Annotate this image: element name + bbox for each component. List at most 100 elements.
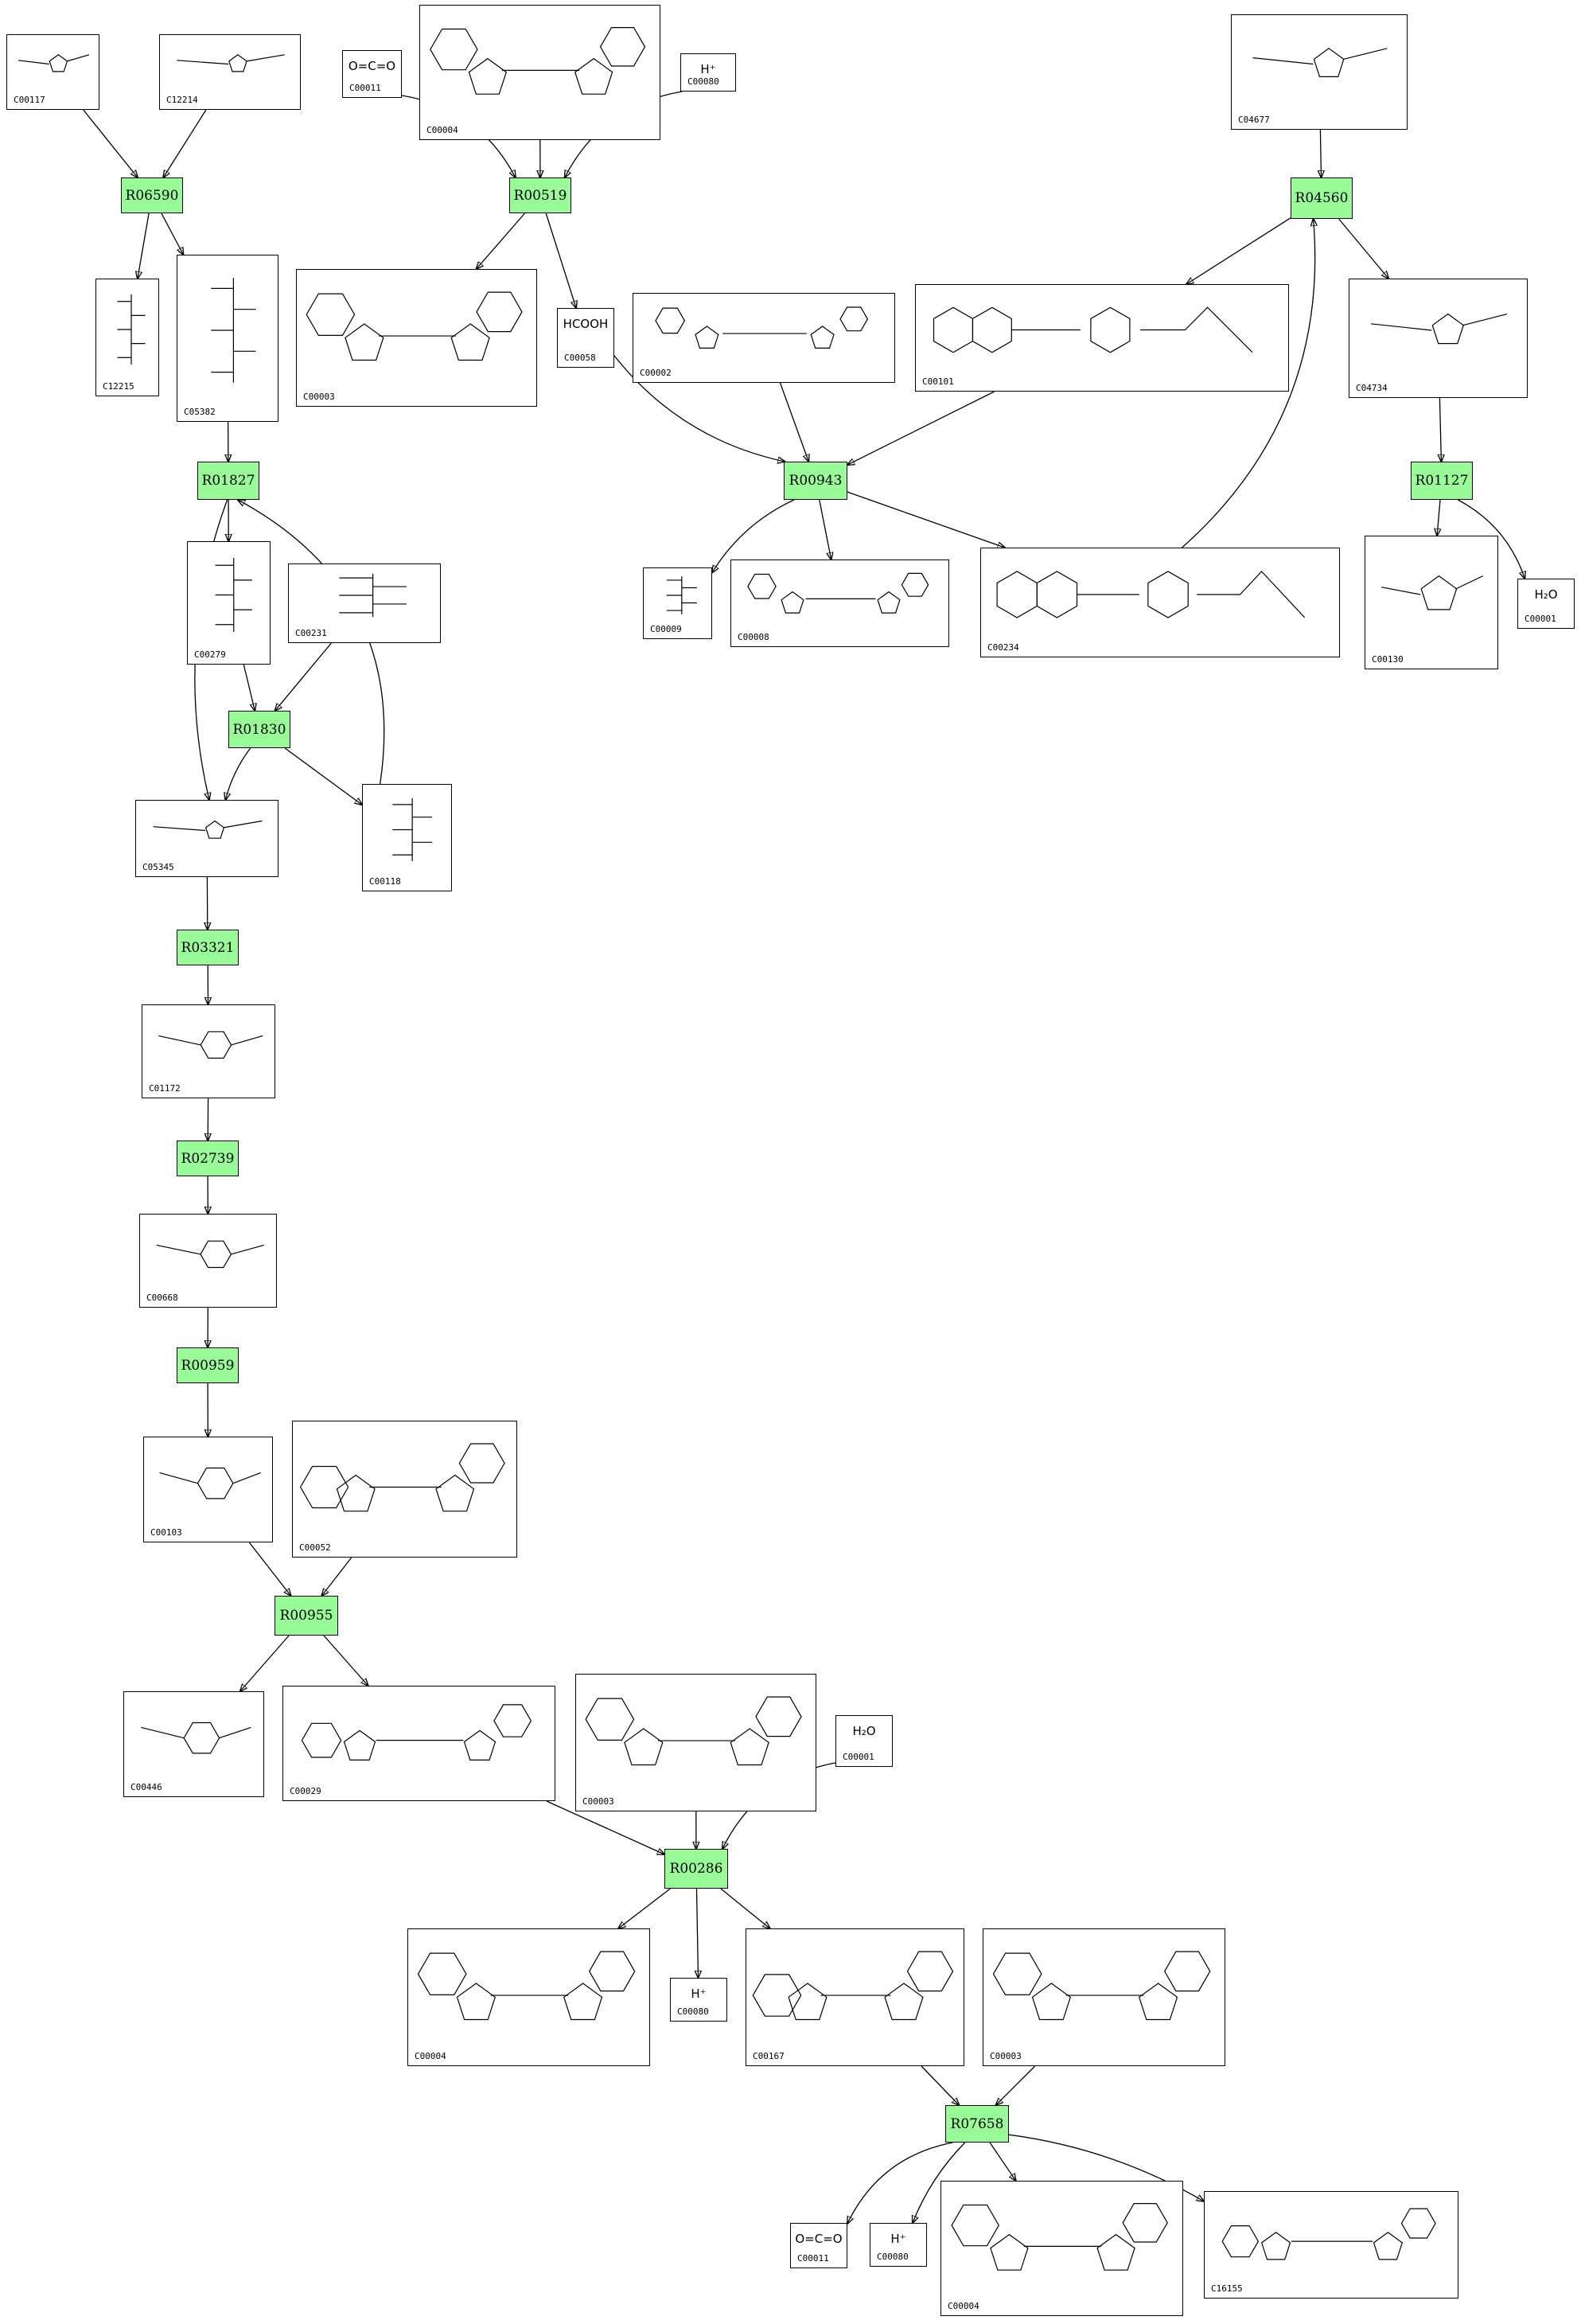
furanose-ring [1314,49,1343,77]
ribose-ring [345,324,384,361]
molecule-structure [124,1692,265,1798]
compound-node[interactable]: C00003 [296,269,537,407]
compound-node[interactable]: C00008 [730,560,949,647]
compound-node[interactable]: C00004 [940,2181,1183,2316]
ribose-ring [345,1730,376,1760]
nucleobase-ring [459,1444,504,1483]
compound-node[interactable]: H⁺C00080 [670,1978,727,2022]
molecule-structure [289,564,442,644]
reaction-node[interactable]: R01127 [1411,462,1473,500]
reaction-arrow [697,1889,699,1978]
reaction-node[interactable]: R01827 [197,462,259,500]
molecule-structure [188,542,271,665]
ribose-ring [1374,2232,1403,2260]
compound-node[interactable]: C00004 [419,5,660,140]
compound-node[interactable]: C00002 [633,293,895,383]
reaction-arrow [321,1558,351,1596]
compound-id: C00080 [687,76,719,87]
compound-node[interactable]: C00231 [288,563,441,643]
reaction-arrow [847,492,1005,548]
compound-node[interactable]: C00003 [983,1928,1225,2066]
molecule-structure [1232,15,1408,131]
molecule-structure [576,1675,817,1812]
ribose-ring [1097,2235,1135,2271]
reaction-node[interactable]: R00959 [177,1347,239,1383]
compound-node[interactable]: C00130 [1365,536,1498,669]
compound-node[interactable]: C05382 [177,255,278,422]
compound-node[interactable]: C00167 [746,1928,964,2066]
compound-node[interactable]: C00101 [915,284,1289,392]
glutamate-chain [1140,307,1252,353]
compound-node[interactable]: C00004 [407,1928,650,2066]
molecule-structure [633,294,896,384]
reaction-node[interactable]: R03321 [177,930,239,965]
compound-node[interactable]: C04677 [1231,14,1408,130]
reaction-node[interactable]: R00286 [664,1849,728,1889]
nucleobase-ring [840,307,867,331]
compound-node[interactable]: C00668 [139,1214,277,1308]
molecule-structure [981,548,1341,658]
nucleobase-ring [601,28,645,66]
reaction-node[interactable]: R04560 [1291,177,1353,219]
reaction-node[interactable]: R00943 [784,462,847,500]
compound-node[interactable]: C00103 [143,1437,273,1542]
molecule-structure [177,255,279,423]
pyridine-ring [306,294,354,335]
compound-formula: H⁺ [870,2232,926,2246]
molecule-structure [142,1005,276,1099]
pyridine-ring [952,2205,999,2246]
reaction-arrow [847,2143,952,2224]
pyridine-ring [586,1698,633,1740]
ribose-ring [451,324,489,361]
reaction-node[interactable]: R00955 [275,1596,338,1636]
reaction-arrow [996,2066,1035,2105]
nucleobase-ring [901,573,928,596]
compound-node[interactable]: C12214 [159,34,301,110]
reaction-node[interactable]: R06590 [121,177,183,213]
substituent-bond [1462,314,1507,326]
reaction-node[interactable]: R02739 [177,1141,239,1176]
molecule-structure [160,35,302,111]
compound-node[interactable]: C00118 [362,784,452,891]
compound-node[interactable]: C01172 [142,1004,275,1098]
compound-node[interactable]: C12215 [95,279,159,396]
compound-node[interactable]: C00279 [187,541,271,665]
compound-node[interactable]: C00003 [575,1674,816,1811]
substituent-bond [220,1727,251,1737]
compound-node[interactable]: C00234 [980,548,1340,657]
compound-node[interactable]: C05345 [135,800,278,877]
reaction-node[interactable]: R07658 [945,2105,1009,2143]
compound-node[interactable]: C00446 [123,1691,264,1797]
reaction-arrow [1439,398,1441,462]
ribose-ring [469,59,506,95]
substituent-bond [141,1727,184,1737]
compound-node[interactable]: H⁺C00080 [870,2223,927,2267]
reaction-arrow [781,383,809,462]
compound-node[interactable]: C16155 [1204,2191,1458,2299]
nucleobase-ring [477,292,522,332]
ribose-ring [337,1476,376,1511]
pyridine-ring [748,575,776,599]
pyranose-ring [201,1241,231,1267]
ribose-ring [789,1983,827,2020]
substituent-bond [231,1245,263,1254]
reaction-arrow [1320,130,1321,177]
compound-node[interactable]: C00029 [282,1686,555,1801]
reaction-node[interactable]: R00519 [509,177,571,213]
reaction-node[interactable]: R01830 [228,711,290,748]
compound-node[interactable]: C00052 [292,1421,517,1558]
compound-node[interactable]: C00009 [643,567,712,639]
phosphate-bond [1381,587,1420,595]
reaction-arrow [163,110,206,177]
compound-node[interactable]: H⁺C00080 [680,53,736,92]
ribose-ring [730,1729,769,1765]
compound-node[interactable]: C04734 [1349,279,1528,398]
ribose-ring [878,592,900,614]
compound-node[interactable]: C00117 [6,34,99,110]
